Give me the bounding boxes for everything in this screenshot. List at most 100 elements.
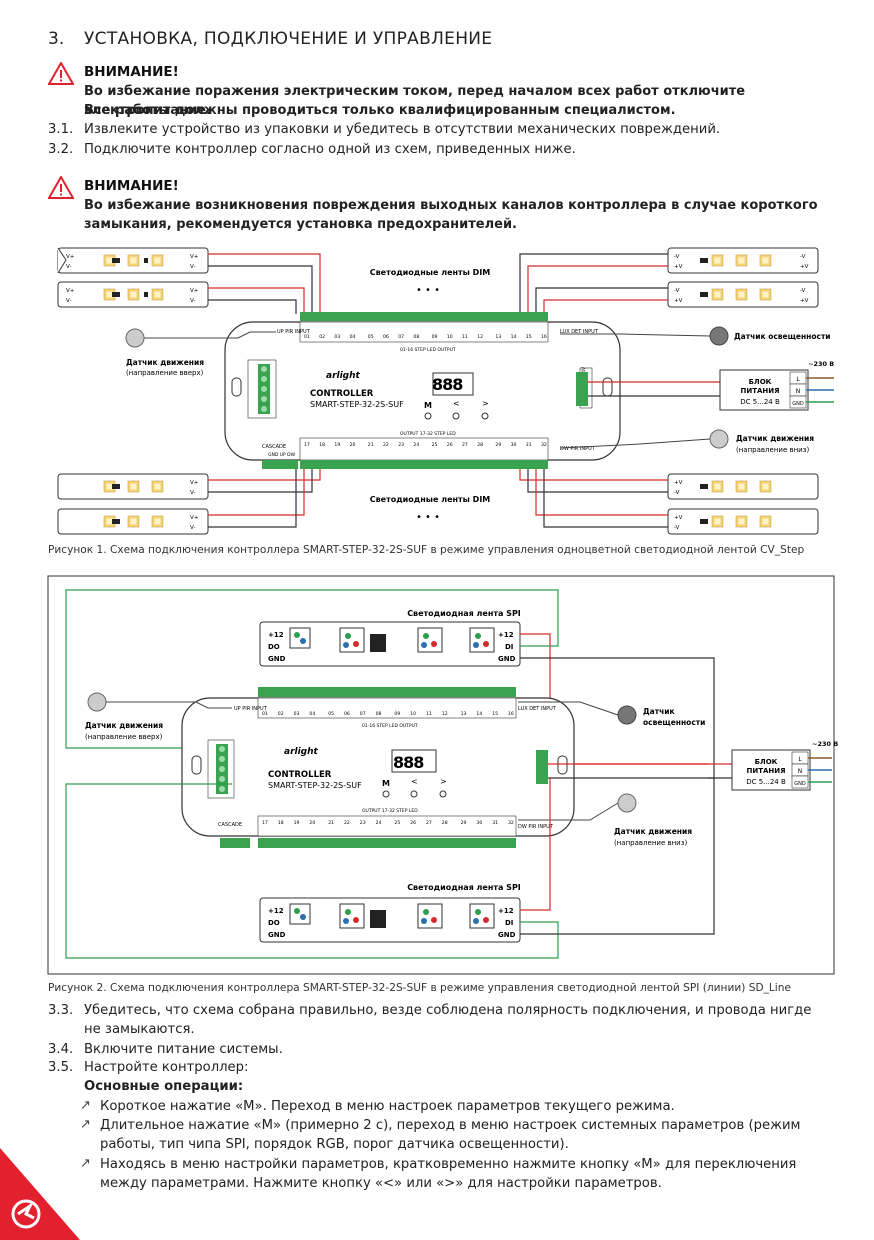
channel-label: 19 — [334, 442, 340, 448]
strip-pin-label: V- — [66, 264, 71, 270]
step-text: Извлеките устройство из упаковки и убеди… — [84, 122, 721, 137]
button-prev[interactable] — [452, 412, 460, 420]
up-pir-label: UP PIR INPUT — [277, 329, 311, 335]
spi-pin-label: +12 — [498, 907, 514, 915]
strip-pin-label: V+ — [190, 254, 199, 260]
channel-label: 19 — [294, 820, 300, 826]
motion-sensor-down-label: Датчик движения — [614, 827, 692, 836]
spi-pin-label: +12 — [498, 631, 514, 639]
light-sensor — [518, 701, 637, 725]
dw-pir-label: DW PIR INPUT — [518, 824, 554, 830]
brand-logo: arlight — [326, 371, 361, 381]
light-sensor-label: освещенности — [643, 718, 705, 727]
step-number: 3.1. — [48, 122, 74, 137]
strip-pin-label: V+ — [190, 480, 199, 486]
warning-title: ВНИМАНИЕ! — [84, 178, 179, 194]
channel-label: 20 — [309, 820, 315, 826]
spi-pin-label: DO — [268, 643, 280, 651]
strip-pin-label: +V — [800, 264, 809, 270]
channel-label: 18 — [319, 442, 325, 448]
channel-label: 30 — [476, 820, 482, 826]
controller-model: SMART-STEP-32-2S-SUF — [268, 781, 362, 790]
channel-label: 03 — [334, 334, 340, 340]
channel-label: 06 — [344, 711, 350, 717]
channel-label: 04 — [309, 711, 315, 717]
power-input-terminal — [576, 372, 588, 406]
channel-label: 28 — [477, 442, 483, 448]
lux-det-label: LUX DET INPUT — [560, 329, 599, 335]
channel-label: 18 — [278, 820, 284, 826]
channel-label: 01 — [262, 711, 268, 717]
strip-pin-label: V- — [190, 525, 195, 531]
psu-pin: GND — [794, 781, 806, 787]
output-top-label: 01-16 STEP LED OUTPUT — [400, 347, 456, 353]
button-next[interactable] — [481, 412, 489, 420]
button-prev-label: < — [453, 399, 460, 408]
channel-label: 11 — [462, 334, 468, 340]
motion-sensor-up — [125, 328, 276, 348]
psu-spec: DC 5...24 В — [746, 778, 786, 786]
step-text: Настройте контроллер: — [84, 1060, 249, 1075]
terminal-block-top — [258, 687, 516, 697]
ops-item: Находясь в меню настройки параметров, кр… — [100, 1157, 797, 1172]
strips-label: Светодиодные ленты DIM — [370, 495, 491, 504]
channel-label: 25 — [394, 820, 400, 826]
motion-sensor-down — [559, 429, 729, 449]
spi-strip-bottom — [259, 897, 521, 943]
button-m[interactable] — [424, 412, 432, 420]
strip-pin-label: V- — [190, 490, 195, 496]
button-m-label: M — [424, 401, 432, 410]
spi-terminal-left — [216, 744, 228, 794]
psu-pin: N — [798, 768, 803, 775]
motion-sensor-down-label: Датчик движения — [736, 434, 814, 443]
led-strip-right-bottom-1 — [667, 473, 819, 500]
warning-title: ВНИМАНИЕ! — [84, 64, 179, 80]
ops-heading: Основные операции: — [84, 1079, 244, 1094]
strip-pin-label: -V — [674, 525, 680, 531]
strip-pin-label: +V — [800, 298, 809, 304]
channel-label: 31 — [526, 442, 532, 448]
channel-label: 05 — [368, 334, 374, 340]
figure-1-diagram: V+ V- V+ V- V+ V- V+ V- -V +V -V +V -V +… — [57, 247, 834, 535]
channel-label: 09 — [432, 334, 438, 340]
channel-label: 08 — [413, 334, 419, 340]
led-strip-left-top-2 — [57, 281, 209, 308]
psu-box — [719, 369, 809, 411]
dots: • • • — [416, 512, 440, 523]
spi-strip-label: Светодиодная лента SPI — [407, 609, 521, 618]
channel-label: 12 — [442, 711, 448, 717]
warning-icon — [48, 62, 74, 85]
motion-sensor-down — [518, 793, 637, 821]
button-m[interactable] — [382, 790, 390, 798]
ops-item: Короткое нажатие «M». Переход в меню нас… — [100, 1099, 675, 1114]
channel-label: 03 — [294, 711, 300, 717]
channel-label: 10 — [447, 334, 453, 340]
spi-strip-top — [259, 621, 521, 667]
channel-label: 13 — [495, 334, 501, 340]
strip-pin-label: -V — [674, 254, 680, 260]
motion-sensor-down-sub: (направление вниз) — [736, 446, 809, 454]
terminal-block-top — [300, 312, 548, 321]
warning-text-line: Во избежание поражения электрическим ток… — [84, 84, 746, 118]
channel-label: 26 — [447, 442, 453, 448]
channel-label: 05 — [328, 711, 334, 717]
channel-label: 14 — [511, 334, 517, 340]
motion-sensor-up-sub: (направление вверх) — [126, 369, 204, 377]
controller-display: 888 — [393, 753, 424, 772]
button-prev[interactable] — [410, 790, 418, 798]
channel-label: 14 — [476, 711, 482, 717]
terminal-block-bottom — [300, 460, 548, 469]
motion-sensor-up-sub: (направление вверх) — [85, 733, 163, 741]
button-m-label: M — [382, 779, 390, 788]
step-text: не замыкаются. — [84, 1022, 195, 1037]
channel-label: 32 — [541, 442, 547, 448]
step-text: Подключите контроллер согласно одной из … — [84, 142, 576, 157]
controller-title: CONTROLLER — [310, 389, 374, 399]
psu-pin: L — [798, 756, 802, 763]
corner-brand-icon — [0, 1148, 80, 1240]
psu-pin: L — [796, 376, 800, 383]
controller-title: CONTROLLER — [268, 770, 332, 780]
strip-pin-label: +V — [674, 515, 683, 521]
output-bottom-label: OUTPUT 17-32 STEP LED — [400, 431, 456, 437]
button-next[interactable] — [439, 790, 447, 798]
